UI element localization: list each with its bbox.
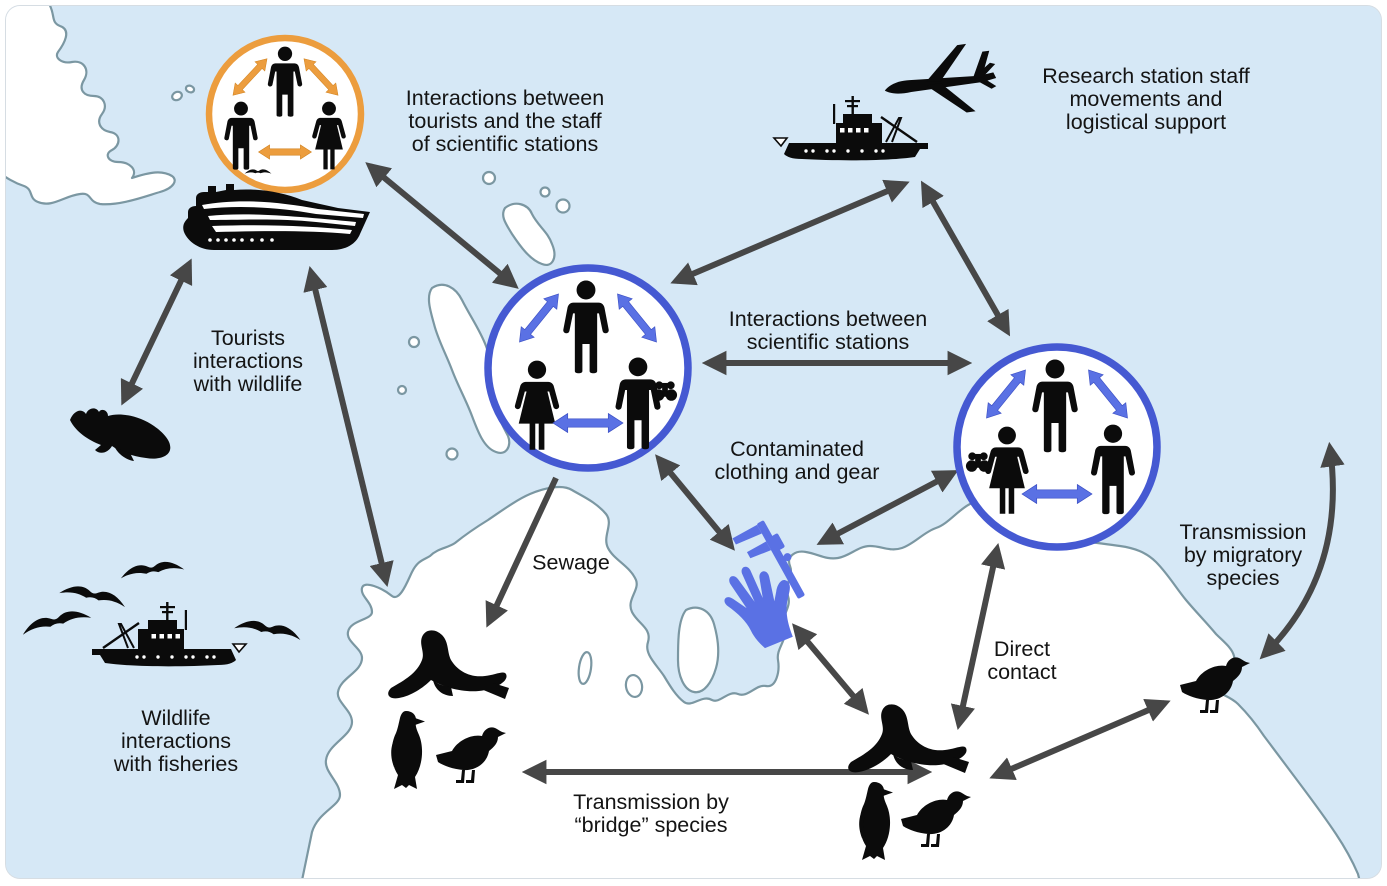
glove-icon [724, 566, 793, 649]
arrow-station-a-gear [655, 454, 735, 551]
caliper-icon [732, 520, 805, 599]
arrow-station-b-gear [816, 470, 959, 545]
label-tourists-wildlife: Tourists interactions with wildlife [193, 326, 303, 397]
arrow-ship-whale [120, 258, 193, 406]
label-stations: Interactions between scientific stations [728, 306, 928, 354]
island-small [184, 84, 196, 94]
label-fisheries: Wildlife interactions with fisheries [113, 706, 239, 777]
label-sewage: Sewage [532, 550, 610, 575]
label-migratory: Transmission by migratory species [1179, 520, 1307, 591]
arrow-gear-wildlife-east [792, 623, 869, 715]
arrow-sewage [485, 476, 559, 628]
island-bay-small [577, 651, 593, 685]
arrow-direct-contact [950, 542, 1006, 731]
arrow-ship-station-a [365, 162, 519, 289]
arrow-vessel-station-b [920, 180, 1011, 337]
arrow-migratory-curved [1259, 441, 1345, 660]
island-small [445, 447, 459, 461]
arrow-ship-wildlife-west [303, 266, 394, 587]
land-tierra-del-fuego [6, 6, 176, 206]
label-research-staff: Research station staff movements and log… [1042, 64, 1250, 135]
island-bay [676, 606, 720, 694]
cruise-ship-icon [183, 169, 370, 250]
tourist-staff-interaction-node [205, 34, 365, 194]
antarctic-map [6, 6, 1381, 878]
island-small [396, 384, 408, 396]
island-small [171, 90, 183, 102]
arrow-wildlife-east-gull [989, 698, 1171, 781]
map-svg [6, 6, 1381, 878]
label-contaminated: Contaminated clothing and gear [714, 436, 880, 484]
island-archipelago [427, 283, 511, 454]
airplane-icon [884, 43, 997, 113]
arrow-vessel-station-a [670, 179, 910, 286]
island-bay-small [624, 673, 644, 699]
island-small [555, 198, 571, 214]
label-direct-contact: Direct contact [987, 636, 1057, 684]
label-bridge: Transmission by “bridge” species [573, 789, 729, 837]
label-tourists-staff: Interactions between tourists and the st… [405, 86, 605, 157]
station-a-node [484, 264, 692, 472]
island-small [407, 335, 421, 349]
pathway-arrows [120, 162, 1345, 785]
whale-icon [70, 408, 171, 461]
island-small [539, 186, 551, 198]
station-b-node [953, 343, 1161, 551]
island-small [481, 170, 497, 186]
